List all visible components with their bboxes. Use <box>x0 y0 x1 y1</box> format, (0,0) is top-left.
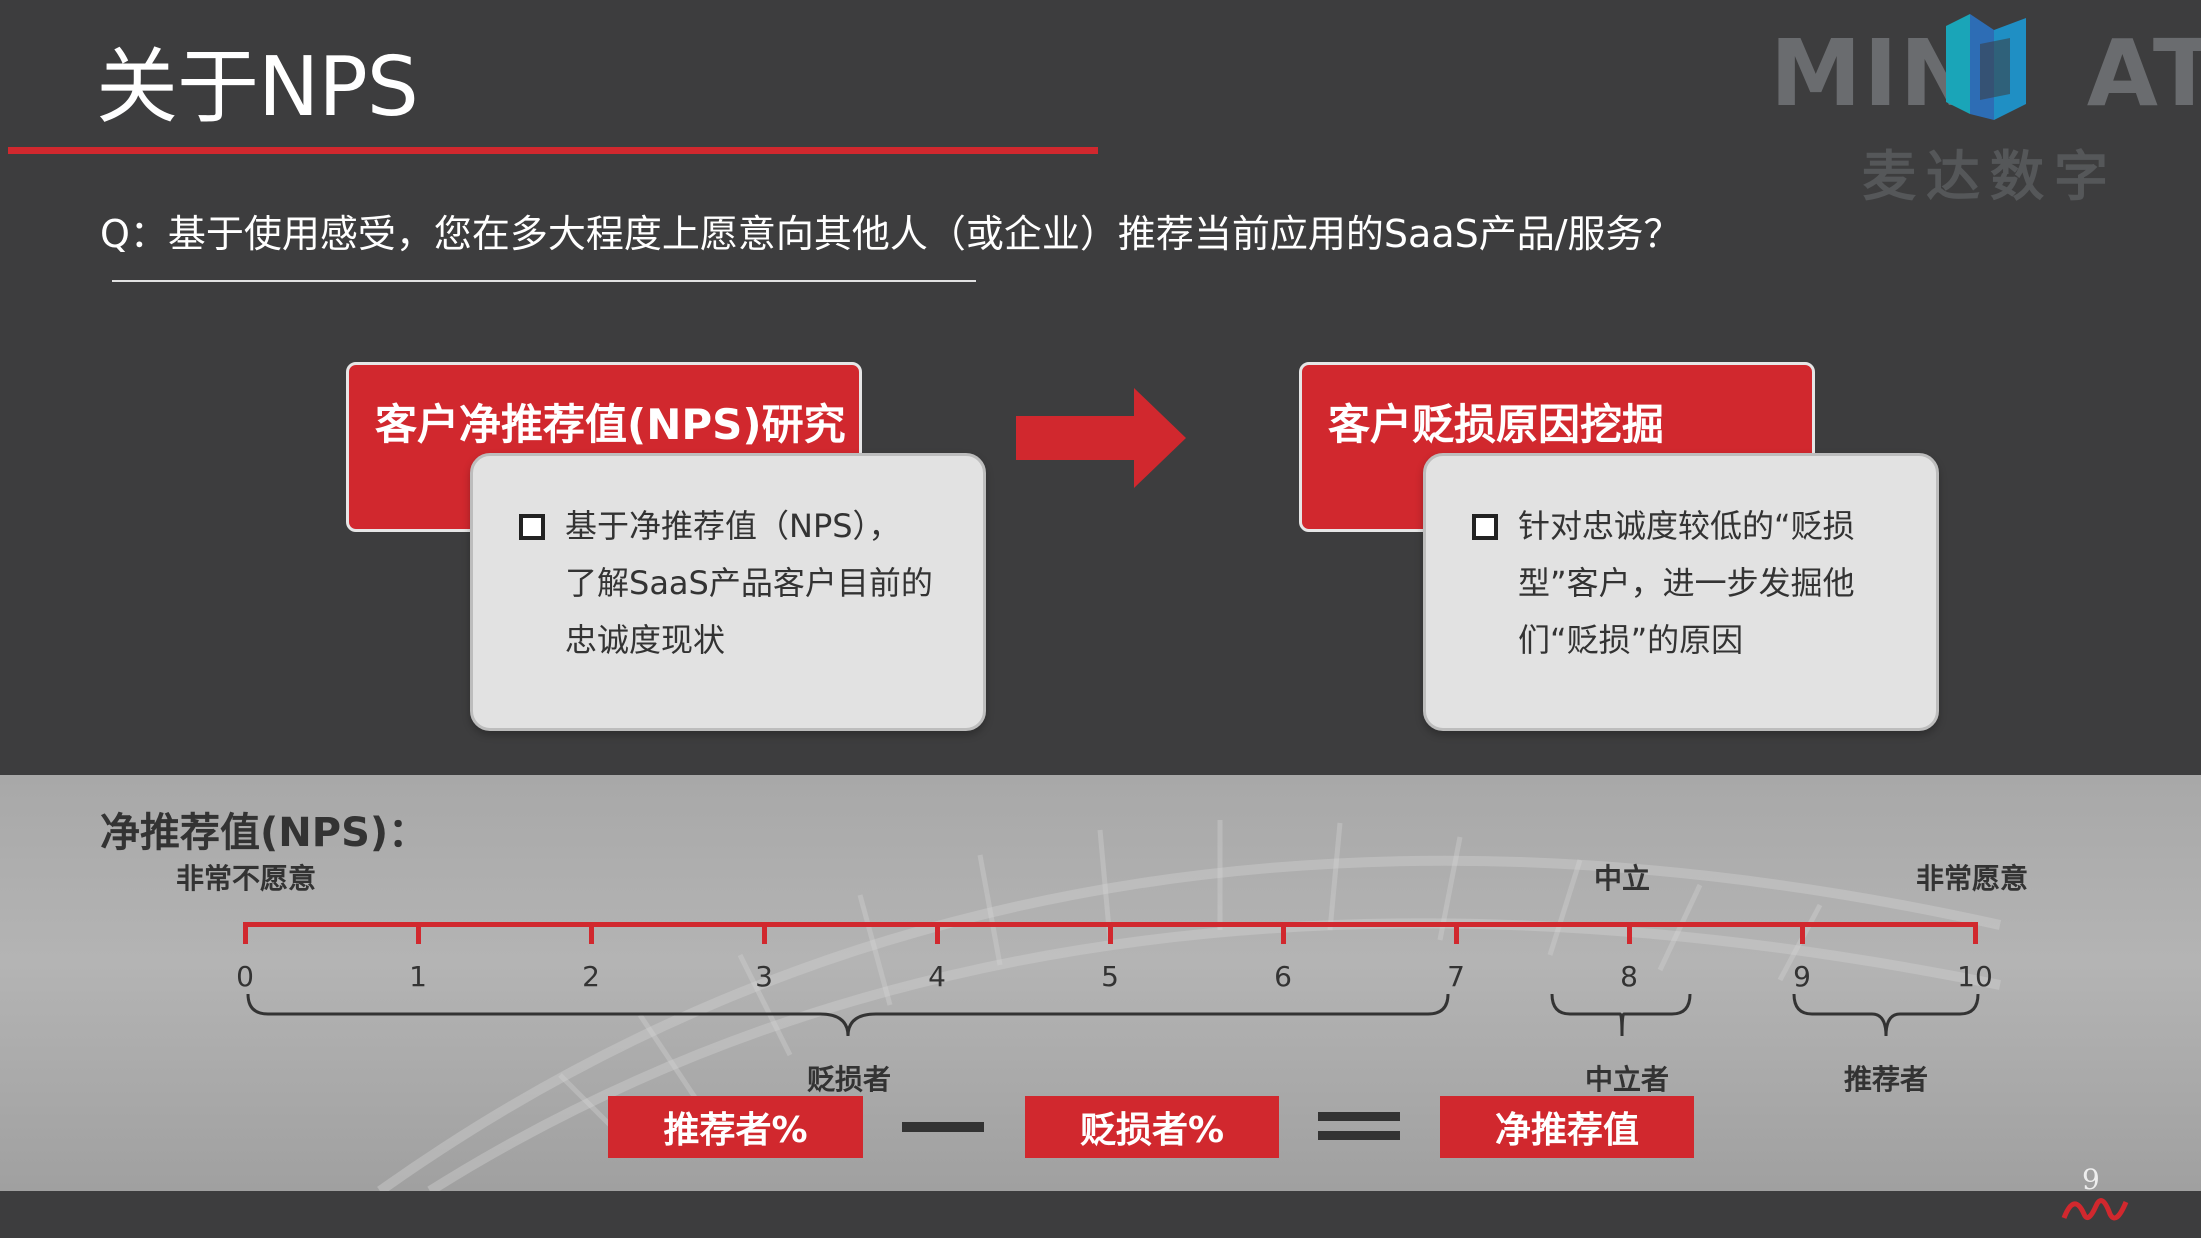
card-body-text: 针对忠诚度较低的“贬损 型”客户，进一步发掘他 们“贬损”的原因 <box>1518 498 1855 669</box>
brand-signature-icon <box>2058 1184 2132 1228</box>
scale-tick <box>1281 922 1286 944</box>
question-underline <box>112 280 976 282</box>
scale-tick <box>589 922 594 944</box>
logo-text-right: ATA <box>2087 20 2201 127</box>
scale-tick <box>1627 922 1632 944</box>
scale-tick-label: 7 <box>1426 960 1486 993</box>
scale-tick-label: 9 <box>1772 960 1832 993</box>
minus-sign-icon <box>902 1122 984 1132</box>
scale-tick <box>416 922 421 944</box>
scale-tick-label: 0 <box>215 960 275 993</box>
group-label-detractors: 贬损者 <box>749 1058 949 1098</box>
group-braces <box>240 990 1980 1040</box>
formula-detractors-percent: 贬损者% <box>1025 1096 1279 1158</box>
formula-net-promoter-score: 净推荐值 <box>1440 1096 1694 1158</box>
scale-tick-label: 4 <box>907 960 967 993</box>
scale-tick <box>1108 922 1113 944</box>
equals-sign-icon <box>1318 1112 1400 1140</box>
group-label-promoters: 推荐者 <box>1786 1058 1986 1098</box>
right-arrow-icon <box>1016 388 1186 488</box>
group-label-passives: 中立者 <box>1527 1058 1727 1098</box>
scale-tick <box>243 922 248 944</box>
scale-tick-label: 10 <box>1945 960 2005 993</box>
scale-tick-label: 3 <box>734 960 794 993</box>
scale-tick-label: 1 <box>388 960 448 993</box>
scale-tick <box>1973 922 1978 944</box>
logo-subtitle: 麦达数字 <box>1862 132 2118 211</box>
scale-tick <box>1454 922 1459 944</box>
nps-scale-heading: 净推荐值(NPS)： <box>100 800 428 858</box>
scale-tick-label: 8 <box>1599 960 1659 993</box>
scale-tick <box>1800 922 1805 944</box>
scale-label-neutral: 中立 <box>1594 857 1650 897</box>
md-logo-icon <box>1940 8 2032 120</box>
scale-tick-label: 6 <box>1253 960 1313 993</box>
card-heading: 客户净推荐值(NPS)研究 <box>375 391 846 452</box>
slide-title: 关于NPS <box>96 20 418 139</box>
formula-promoters-percent: 推荐者% <box>608 1096 863 1158</box>
card-heading: 客户贬损原因挖掘 <box>1328 391 1664 452</box>
survey-question: Q：基于使用感受，您在多大程度上愿意向其他人（或企业）推荐当前应用的SaaS产品… <box>100 203 1682 258</box>
checkbox-bullet-icon <box>519 514 545 540</box>
scale-label-very-unwilling: 非常不愿意 <box>176 857 316 897</box>
scale-tick <box>762 922 767 944</box>
scale-label-very-willing: 非常愿意 <box>1916 857 2028 897</box>
scale-tick-label: 5 <box>1080 960 1140 993</box>
scale-tick <box>935 922 940 944</box>
footer-strip <box>0 1191 2201 1238</box>
title-underline <box>8 147 1098 154</box>
card-body-text: 基于净推荐值（NPS）， 了解SaaS产品客户目前的 忠诚度现状 <box>565 498 933 669</box>
card-detractor-analysis-body: 针对忠诚度较低的“贬损 型”客户，进一步发掘他 们“贬损”的原因 <box>1423 453 1939 731</box>
checkbox-bullet-icon <box>1472 514 1498 540</box>
card-nps-research-body: 基于净推荐值（NPS）， 了解SaaS产品客户目前的 忠诚度现状 <box>470 453 986 731</box>
scale-tick-label: 2 <box>561 960 621 993</box>
